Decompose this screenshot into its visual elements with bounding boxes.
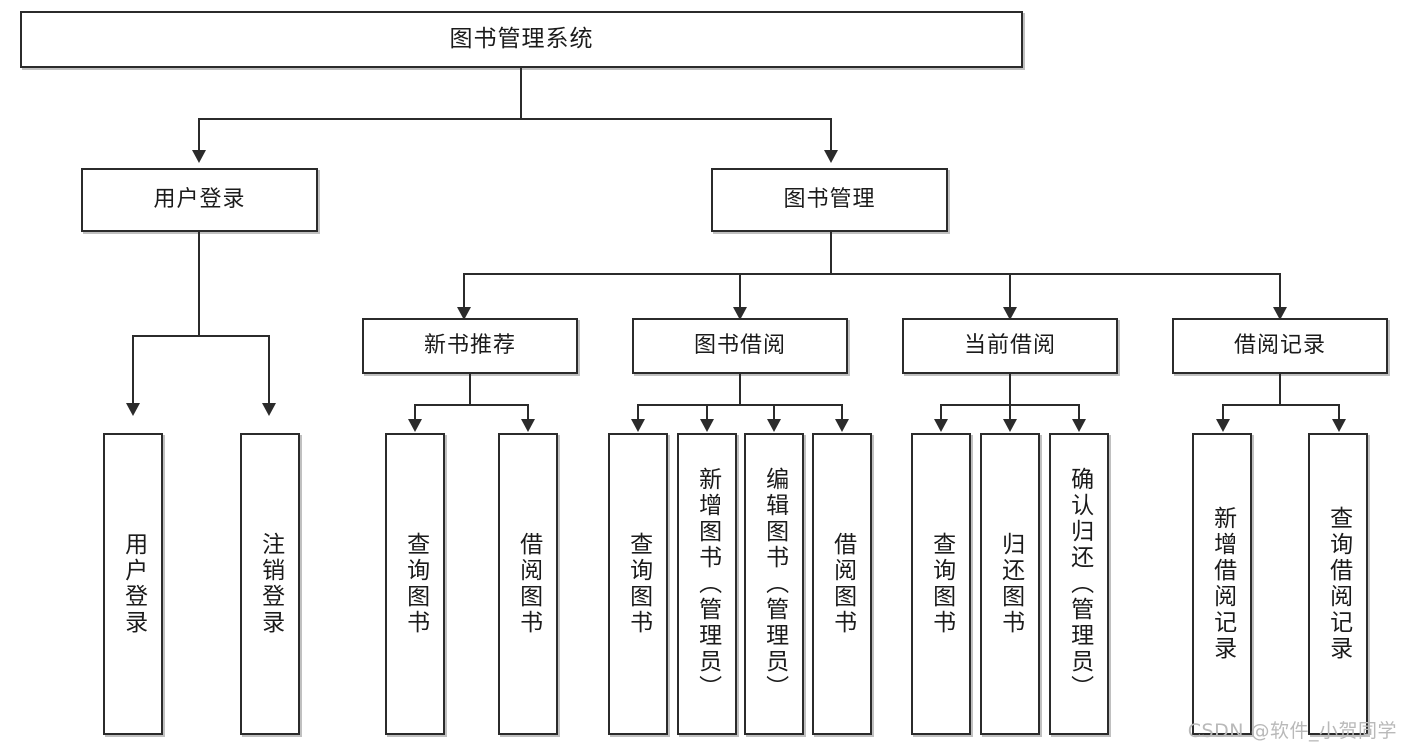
node-label: 新增图书（管理员） [694,467,721,701]
node-label: 借阅图书 [829,532,856,636]
edge-new-book-rec-to-leaf-2 [527,404,529,422]
edge-root-to-book-manage [830,118,832,152]
edge-book-manage-stem [830,232,832,274]
node-borrow-record[interactable]: 借阅记录 [1172,318,1388,374]
arrowhead-to-user-login [192,150,206,163]
leaf-edit-book-admin[interactable]: 编辑图书（管理员） [744,433,804,735]
edge-user-login-to-leaf-2 [268,335,270,405]
leaf-query-book-recommend[interactable]: 查询图书 [385,433,445,735]
node-label: 归还图书 [997,532,1024,636]
leaf-add-borrow-record[interactable]: 新增借阅记录 [1192,433,1252,735]
node-label: 用户登录 [153,187,246,213]
node-user-login[interactable]: 用户登录 [81,168,318,232]
arrowhead-new-book-rec [457,307,471,320]
leaf-confirm-return-admin[interactable]: 确认归还（管理员） [1049,433,1109,735]
edge-user-login-to-leaf-1 [132,335,134,405]
node-label: 图书管理系统 [449,25,594,52]
edge-book-borrow-to-leaf-4 [841,404,843,422]
arrowhead-current-borrow-leaf-1 [934,419,948,432]
arrowhead-borrow-record [1273,307,1287,320]
node-label: 当前借阅 [963,333,1056,359]
leaf-user-login[interactable]: 用户登录 [103,433,163,735]
node-new-book-recommend[interactable]: 新书推荐 [362,318,578,374]
edge-borrow-record-to-leaf-1 [1222,404,1224,422]
arrowhead-current-borrow-leaf-2 [1003,419,1017,432]
node-label: 新书推荐 [423,333,516,359]
edge-current-borrow-to-leaf-2 [1009,404,1011,422]
arrowhead-borrow-record-leaf-2 [1332,419,1346,432]
edge-user-login-stem [198,232,200,336]
arrowhead-borrow-record-leaf-1 [1216,419,1230,432]
node-label: 图书管理 [783,187,876,213]
edge-current-borrow-stem [1009,374,1011,405]
edge-borrow-record-bus [1222,404,1339,406]
edge-book-manage-to-new-book-rec [463,273,465,309]
arrowhead-to-book-manage [824,150,838,163]
edge-book-borrow-to-leaf-1 [637,404,639,422]
node-root-book-management-system[interactable]: 图书管理系统 [20,11,1023,68]
leaf-return-book[interactable]: 归还图书 [980,433,1040,735]
edge-book-manage-to-current-borrow [1009,273,1011,309]
arrowhead-new-book-rec-leaf-1 [408,419,422,432]
node-label: 新增借阅记录 [1209,506,1236,662]
edge-book-manage-to-borrow-record [1279,273,1281,309]
edge-user-login-bus [132,335,269,337]
edge-book-borrow-bus [637,404,842,406]
arrowhead-book-borrow-leaf-1 [631,419,645,432]
edge-new-book-rec-bus [414,404,528,406]
edge-book-manage-to-book-borrow [739,273,741,309]
leaf-borrow-book-borrow[interactable]: 借阅图书 [812,433,872,735]
node-label: 编辑图书（管理员） [761,467,788,701]
node-label: 借阅图书 [515,532,542,636]
arrowhead-new-book-rec-leaf-2 [521,419,535,432]
watermark-text: CSDN @软件_小贺同学 [1187,720,1397,742]
node-label: 查询图书 [625,532,652,636]
arrowhead-book-borrow [733,307,747,320]
edge-current-borrow-to-leaf-1 [940,404,942,422]
arrowhead-current-borrow-leaf-3 [1072,419,1086,432]
arrowhead-book-borrow-leaf-2 [700,419,714,432]
edge-root-to-user-login [198,118,200,152]
edge-book-manage-bus [463,273,1281,275]
leaf-borrow-book-recommend[interactable]: 借阅图书 [498,433,558,735]
leaf-query-book-current[interactable]: 查询图书 [911,433,971,735]
node-label: 确认归还（管理员） [1066,467,1093,701]
leaf-query-book-borrow[interactable]: 查询图书 [608,433,668,735]
edge-book-borrow-to-leaf-3 [773,404,775,422]
node-label: 查询图书 [402,532,429,636]
leaf-add-book-admin[interactable]: 新增图书（管理员） [677,433,737,735]
node-label: 借阅记录 [1233,333,1326,359]
node-current-borrow[interactable]: 当前借阅 [902,318,1118,374]
node-label: 用户登录 [120,532,147,636]
leaf-query-borrow-record[interactable]: 查询借阅记录 [1308,433,1368,735]
arrowhead-user-login-leaf-1 [126,403,140,416]
edge-current-borrow-to-leaf-3 [1078,404,1080,422]
edge-root-stem [520,68,522,118]
node-label: 查询借阅记录 [1325,506,1352,662]
node-label: 查询图书 [928,532,955,636]
edge-root-bus [198,118,832,120]
node-label: 图书借阅 [693,333,786,359]
edge-new-book-rec-stem [469,374,471,405]
arrowhead-book-borrow-leaf-3 [767,419,781,432]
edge-new-book-rec-to-leaf-1 [414,404,416,422]
edge-book-borrow-to-leaf-2 [706,404,708,422]
edge-book-borrow-stem [739,374,741,405]
leaf-user-logout[interactable]: 注销登录 [240,433,300,735]
node-book-borrow[interactable]: 图书借阅 [632,318,848,374]
node-label: 注销登录 [257,532,284,636]
arrowhead-current-borrow [1003,307,1017,320]
arrowhead-book-borrow-leaf-4 [835,419,849,432]
edge-borrow-record-to-leaf-2 [1338,404,1340,422]
node-book-management[interactable]: 图书管理 [711,168,948,232]
arrowhead-user-login-leaf-2 [262,403,276,416]
edge-borrow-record-stem [1279,374,1281,405]
